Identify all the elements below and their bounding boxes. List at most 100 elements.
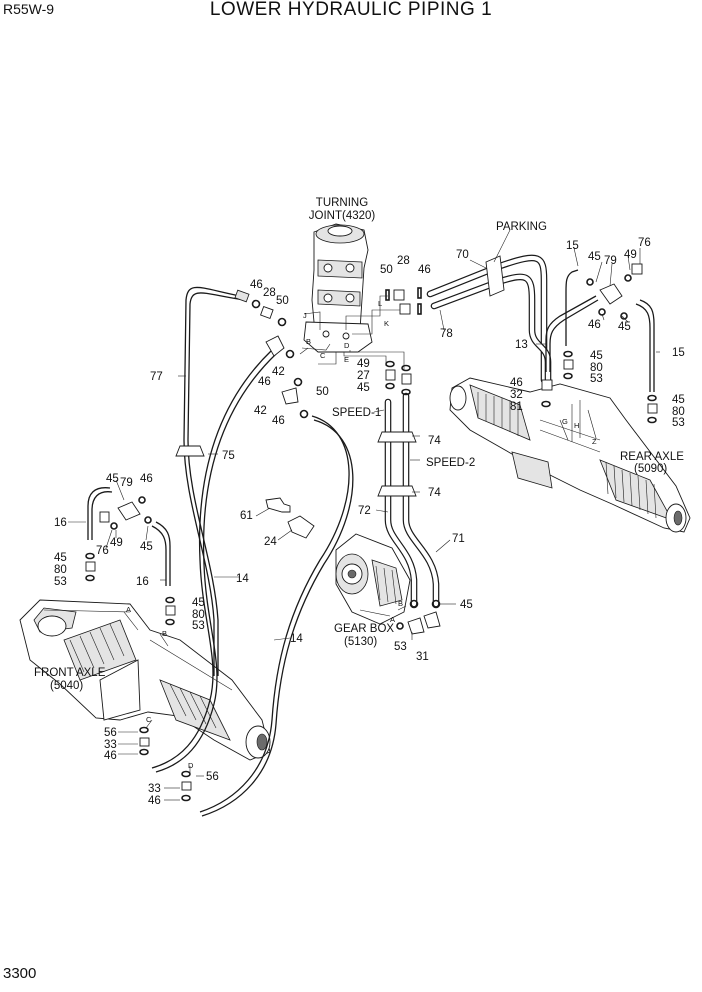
callout-76: 76 <box>638 237 651 249</box>
callout-46: 46 <box>258 376 271 388</box>
port-letter-c1: C <box>320 351 326 360</box>
clamp-75 <box>175 445 205 457</box>
callout-77: 77 <box>150 371 163 383</box>
callout-70: 70 <box>456 249 469 261</box>
callout-42: 42 <box>254 405 267 417</box>
callout-80: 80 <box>54 564 67 576</box>
callout-13: 13 <box>515 339 528 351</box>
callout-16: 16 <box>54 517 67 529</box>
callout-53: 53 <box>672 417 685 429</box>
callout-31: 31 <box>416 651 429 663</box>
bracket-24 <box>287 515 315 539</box>
fittings <box>85 263 658 802</box>
callout-80: 80 <box>590 362 603 374</box>
callout-81: 81 <box>510 401 523 413</box>
callout-15: 15 <box>566 240 579 252</box>
hose-13 <box>545 295 599 372</box>
callout-45: 45 <box>106 473 119 485</box>
callout-33: 33 <box>148 783 161 795</box>
callout-46: 46 <box>588 319 601 331</box>
clamp-74a <box>377 431 417 443</box>
callout-49: 49 <box>110 537 123 549</box>
callout-61: 61 <box>240 510 253 522</box>
callout-74: 74 <box>428 487 441 499</box>
turning-joint-label-1: TURNING <box>316 197 368 209</box>
rear-axle-drawing <box>449 377 691 533</box>
port-letter-b2: B <box>162 629 167 638</box>
port-letter-a1: A <box>126 605 131 614</box>
model-number: R55W-9 <box>3 1 55 17</box>
callout-27: 27 <box>357 370 370 382</box>
callout-79: 79 <box>120 477 133 489</box>
callout-45: 45 <box>357 382 370 394</box>
port-letter-e: E <box>344 355 349 364</box>
callout-46: 46 <box>104 750 117 762</box>
callout-33: 33 <box>104 739 117 751</box>
port-letter-b1: B <box>306 337 311 346</box>
gear-box-label-1: GEAR BOX <box>334 623 394 635</box>
callout-46: 46 <box>148 795 161 807</box>
callout-42: 42 <box>272 366 285 378</box>
callout-45: 45 <box>618 321 631 333</box>
callout-28: 28 <box>397 255 410 267</box>
speed-2-label: SPEED-2 <box>426 457 475 469</box>
clamp-parking <box>485 255 505 297</box>
component-labels: TURNING JOINT(4320) PARKING REAR AXLE (5… <box>34 197 684 692</box>
callout-49: 49 <box>357 358 370 370</box>
clamp-74b <box>377 485 417 497</box>
callout-74: 74 <box>428 435 441 447</box>
page-title: LOWER HYDRAULIC PIPING 1 <box>209 0 493 20</box>
callout-80: 80 <box>192 609 205 621</box>
callout-71: 71 <box>452 533 465 545</box>
callout-45: 45 <box>590 350 603 362</box>
callout-50: 50 <box>380 264 393 276</box>
callout-45: 45 <box>460 599 473 611</box>
callout-24: 24 <box>264 536 277 548</box>
callout-53: 53 <box>394 641 407 653</box>
rear-axle-label-2: (5090) <box>634 463 667 475</box>
callout-53: 53 <box>590 373 603 385</box>
hose-14a <box>151 349 277 773</box>
callout-46: 46 <box>418 264 431 276</box>
turning-joint-drawing <box>303 223 373 353</box>
port-letter-b3: B <box>398 599 403 608</box>
rear-axle-label-1: REAR AXLE <box>620 451 684 463</box>
gear-box-drawing <box>335 533 411 625</box>
callout-46: 46 <box>250 279 263 291</box>
parking-label: PARKING <box>496 221 547 233</box>
bolt-61 <box>265 497 291 513</box>
callout-46: 46 <box>140 473 153 485</box>
callout-75: 75 <box>222 450 235 462</box>
callout-45: 45 <box>672 394 685 406</box>
callout-14: 14 <box>290 633 303 645</box>
port-letter-d1: D <box>344 341 350 350</box>
port-letter-a2: A <box>390 615 395 624</box>
front-axle-label-1: FRONT AXLE <box>34 667 106 679</box>
port-letter-z: Z <box>592 437 597 446</box>
port-letter-k: K <box>384 319 389 328</box>
callout-numbers: 46 28 50 50 28 46 70 78 15 45 79 49 76 4… <box>54 237 685 807</box>
callout-78: 78 <box>440 328 453 340</box>
callout-16: 16 <box>136 576 149 588</box>
callout-79: 79 <box>604 255 617 267</box>
front-axle-label-2: (5040) <box>50 680 83 692</box>
port-letter-h: H <box>574 421 579 430</box>
callout-53: 53 <box>54 576 67 588</box>
callout-45: 45 <box>54 552 67 564</box>
callout-56: 56 <box>206 771 219 783</box>
port-letter-c2: C <box>146 715 152 724</box>
callout-56: 56 <box>104 727 117 739</box>
callout-49: 49 <box>624 249 637 261</box>
port-letter-d2: D <box>188 761 194 770</box>
hose-15 <box>565 269 655 392</box>
page-number: 3300 <box>3 965 37 982</box>
gear-box-label-2: (5130) <box>344 636 377 648</box>
hose-14b <box>199 415 354 817</box>
callout-32: 32 <box>510 389 523 401</box>
callout-45: 45 <box>140 541 153 553</box>
callout-15: 15 <box>672 347 685 359</box>
pipe-72-71 <box>384 392 440 608</box>
callout-46: 46 <box>510 377 523 389</box>
callout-80: 80 <box>672 406 685 418</box>
